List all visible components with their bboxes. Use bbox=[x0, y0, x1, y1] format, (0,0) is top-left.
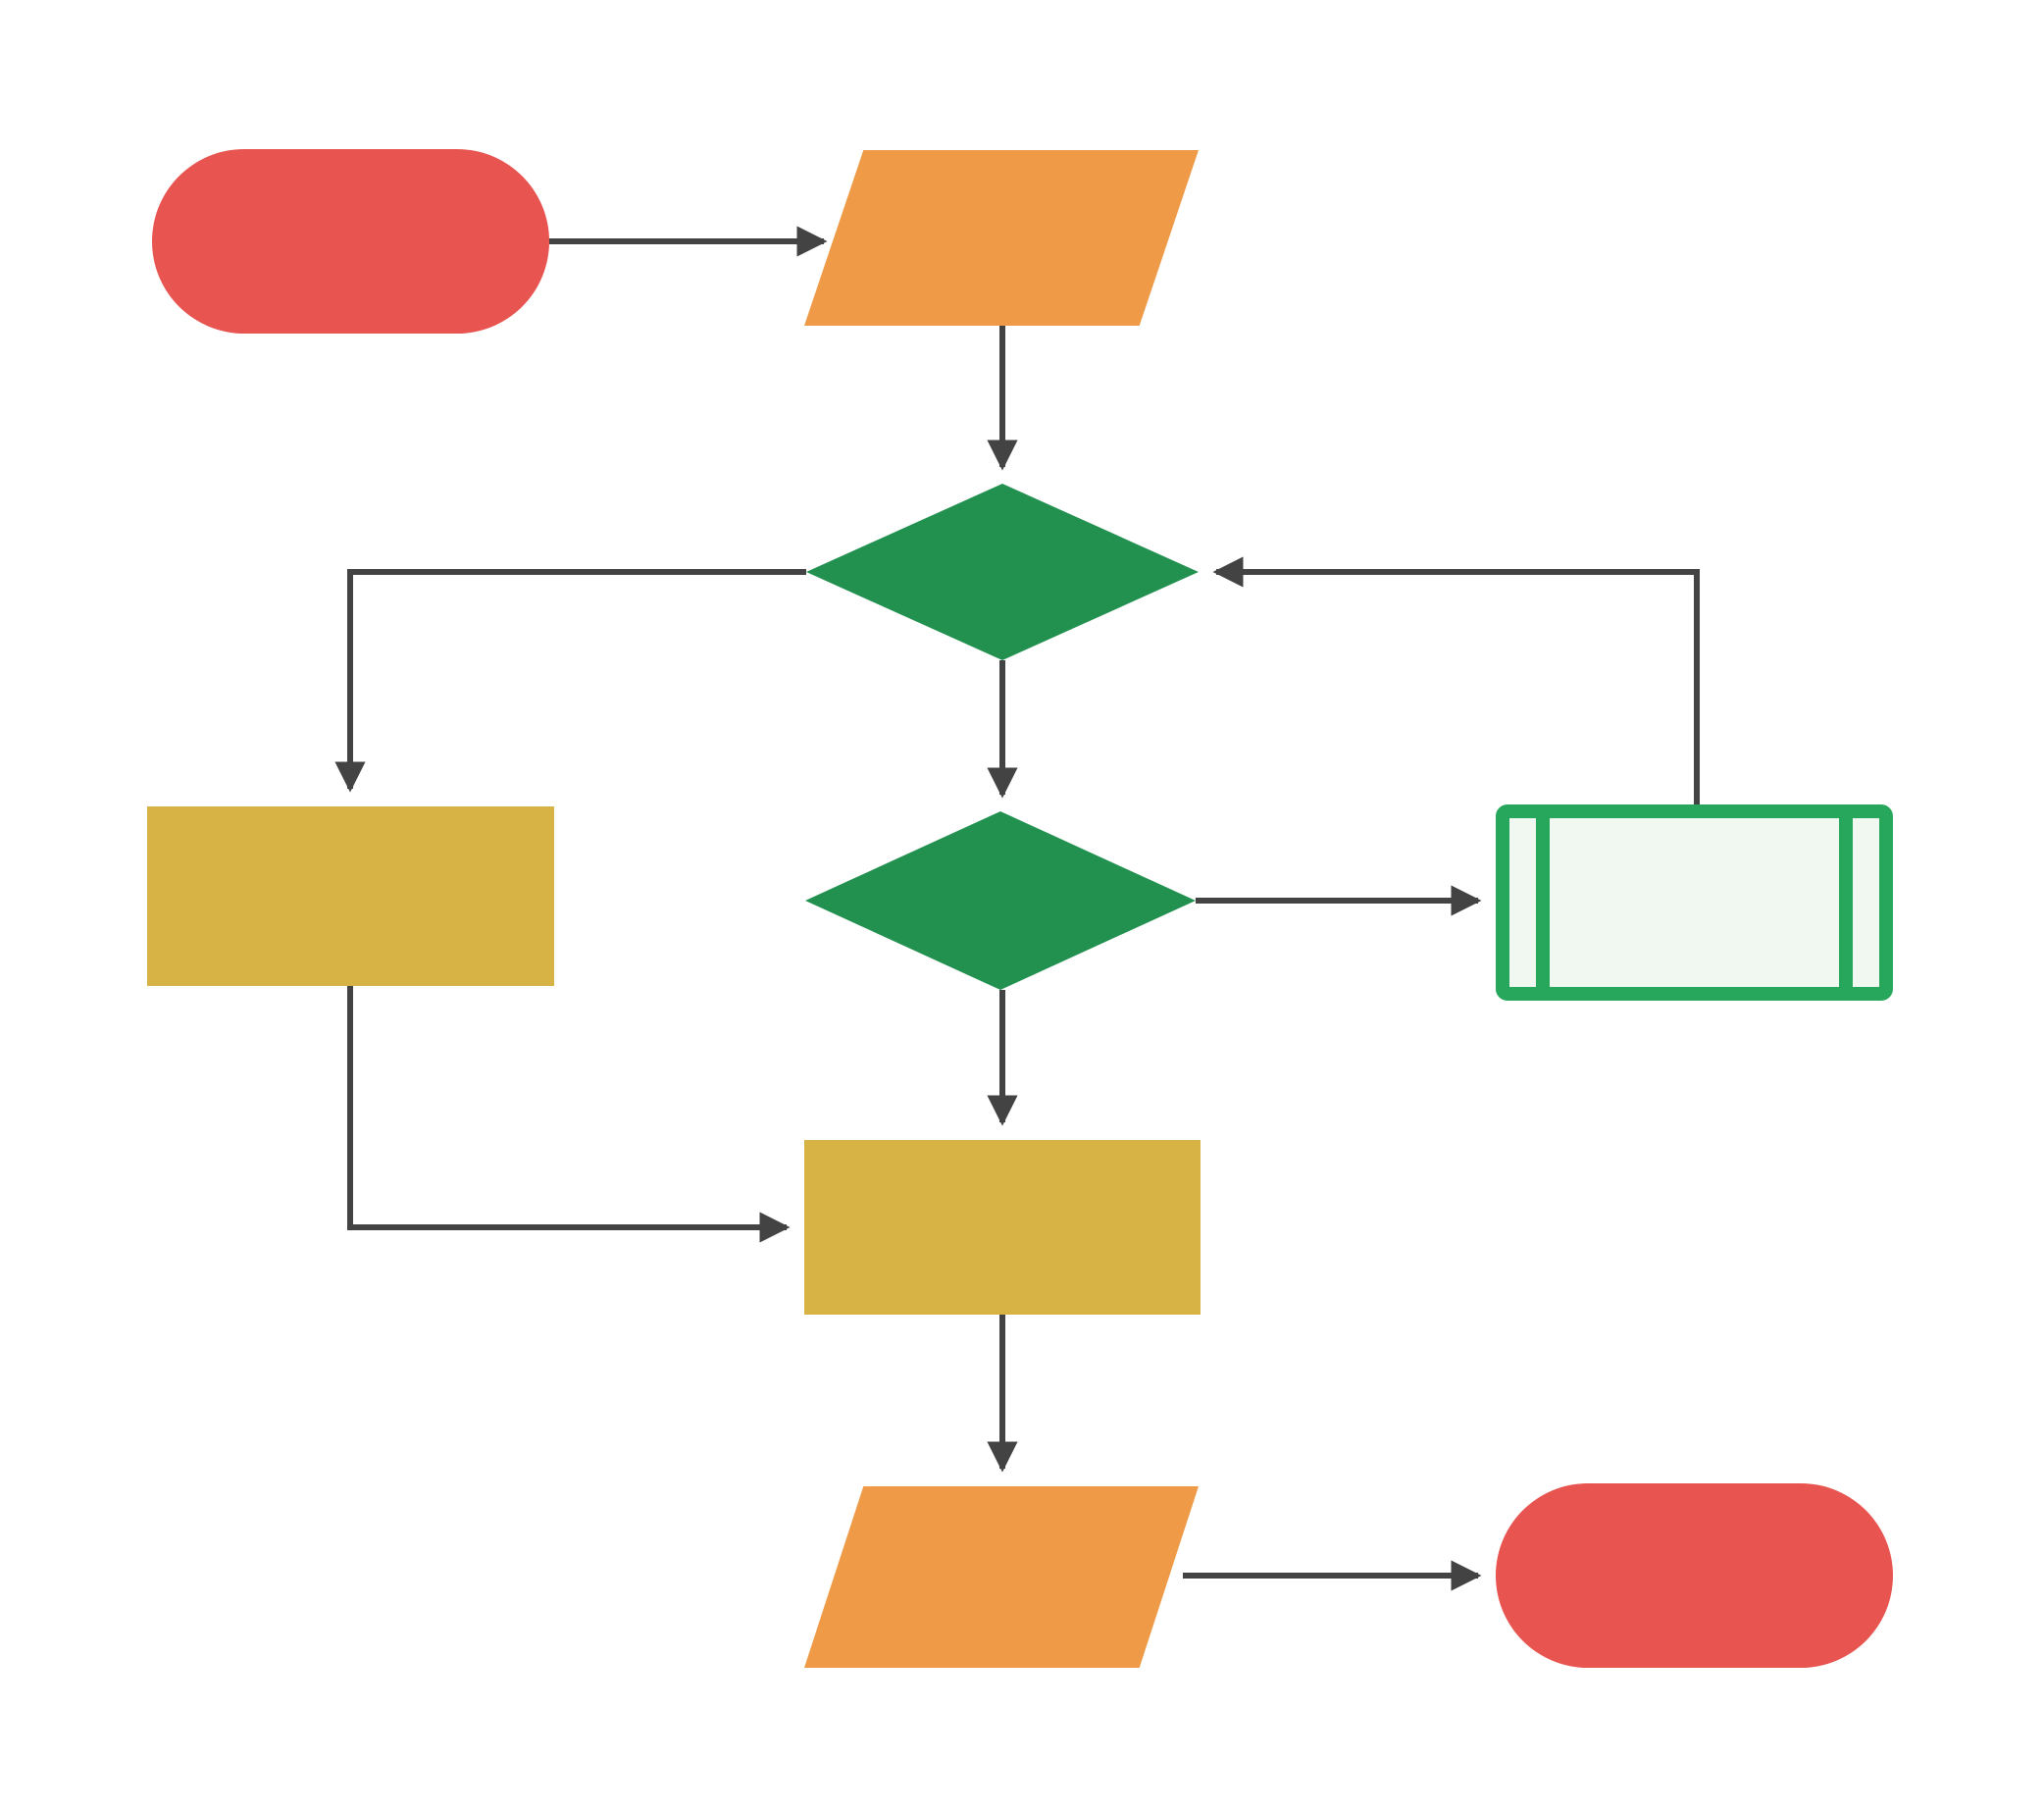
node-input[interactable] bbox=[804, 150, 1199, 326]
subroutine-outer-shape[interactable] bbox=[1496, 804, 1893, 1001]
node-process-center[interactable] bbox=[804, 1140, 1201, 1315]
node-process-left[interactable] bbox=[147, 806, 554, 986]
output-parallelogram-shape[interactable] bbox=[804, 1486, 1199, 1668]
decision-2-diamond-shape[interactable] bbox=[805, 811, 1196, 990]
node-decision-2[interactable] bbox=[805, 811, 1196, 990]
node-output[interactable] bbox=[804, 1486, 1199, 1668]
edge-process-left-to-process-center bbox=[347, 986, 791, 1243]
process-center-rect-shape[interactable] bbox=[804, 1140, 1201, 1315]
edges-layer bbox=[334, 226, 1700, 1591]
node-end[interactable] bbox=[1496, 1483, 1893, 1668]
end-terminator-shape[interactable] bbox=[1496, 1483, 1893, 1668]
edge-decision1-to-process-left bbox=[334, 569, 806, 793]
decision-1-diamond-shape[interactable] bbox=[806, 484, 1199, 660]
input-parallelogram-shape[interactable] bbox=[804, 150, 1199, 326]
nodes-layer bbox=[147, 149, 1893, 1668]
edge-subroutine-to-decision1 bbox=[1212, 556, 1700, 804]
node-subroutine[interactable] bbox=[1496, 804, 1893, 1001]
node-start[interactable] bbox=[152, 149, 549, 334]
process-left-rect-shape[interactable] bbox=[147, 806, 554, 986]
node-decision-1[interactable] bbox=[806, 484, 1199, 660]
start-terminator-shape[interactable] bbox=[152, 149, 549, 334]
